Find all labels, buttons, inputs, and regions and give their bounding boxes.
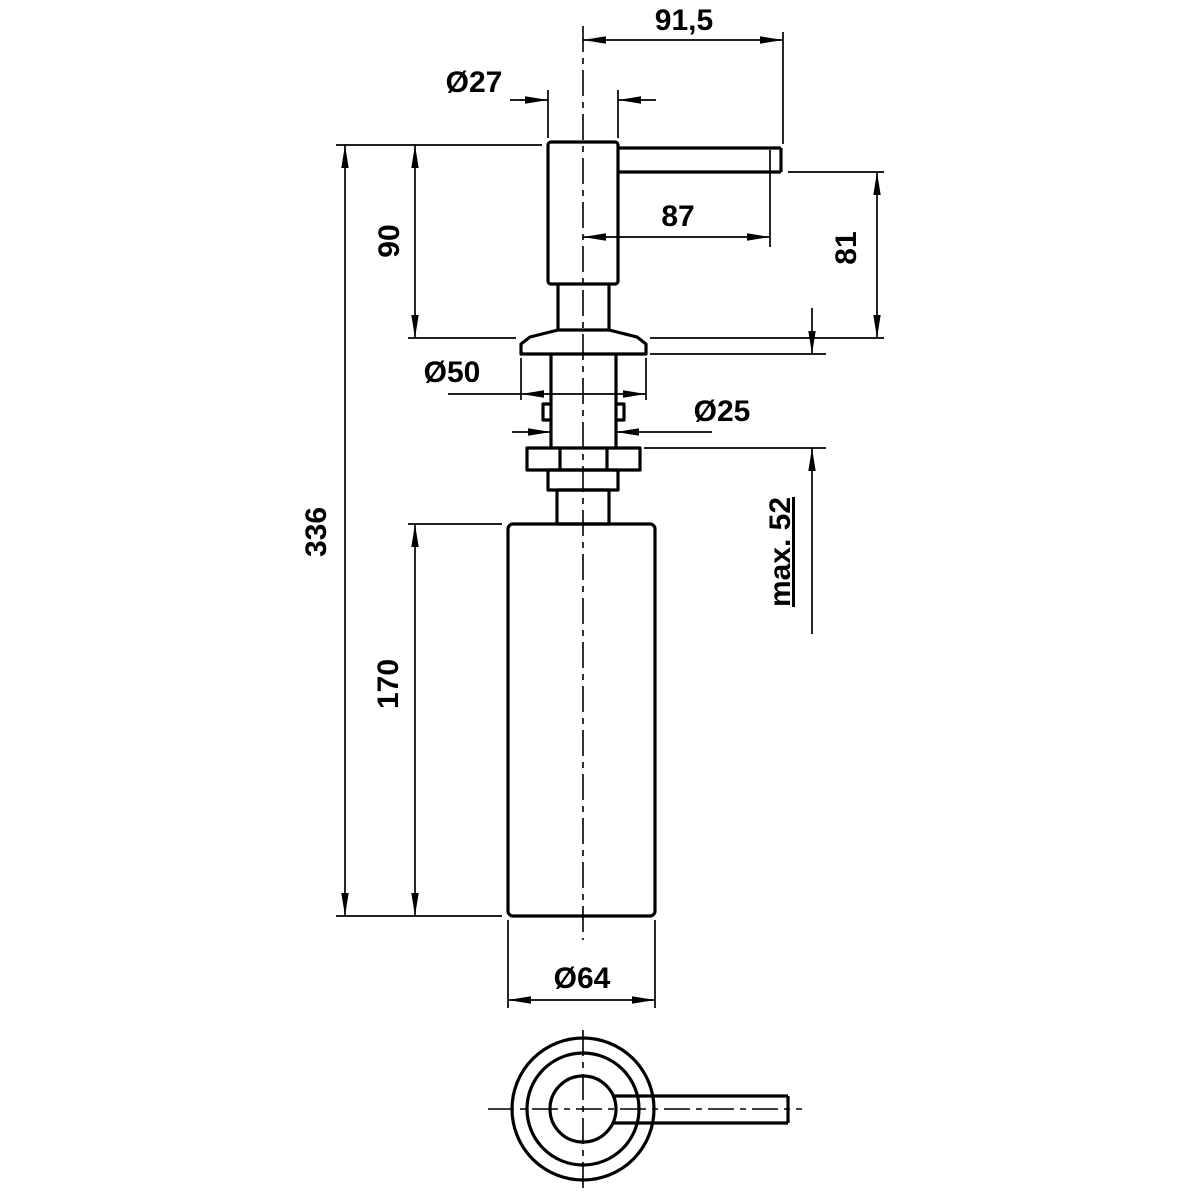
dim-label-spout-height: 81 [830, 231, 863, 264]
dim-label-bottle-diameter: Ø64 [554, 962, 611, 995]
spout [618, 146, 783, 174]
top-view-inner-circle [548, 1074, 618, 1144]
dim-label-spout-length: 87 [661, 200, 694, 233]
dim-label-overall-height: 336 [300, 507, 333, 557]
top-view-outer-circle [510, 1036, 656, 1182]
extension-lines [336, 32, 884, 1008]
dim-label-overall-spout-reach: 91,5 [655, 4, 713, 37]
dim-label-bottle-height: 170 [372, 659, 405, 709]
top-view-middle-circle [525, 1051, 641, 1167]
dim-label-head-height: 90 [373, 224, 406, 257]
pump-head [546, 140, 620, 286]
top-view [510, 1036, 790, 1182]
dimension-lines [341, 36, 881, 1004]
centerlines [488, 26, 802, 1188]
front-view [506, 140, 783, 918]
dim-label-shank-diameter: Ø25 [694, 395, 751, 428]
pump-neck [556, 284, 611, 330]
top-view-spout [612, 1094, 790, 1125]
dimension-labels: 91,5 Ø27 90 87 81 Ø50 Ø25 max. 52 336 17… [300, 4, 863, 995]
bottle [506, 522, 657, 918]
dim-label-flange-diameter: Ø50 [424, 356, 481, 389]
dim-label-max-deck-thickness: max. 52 [764, 497, 797, 607]
mounting-flange [519, 328, 648, 356]
dim-label-head-diameter: Ø27 [446, 66, 503, 99]
